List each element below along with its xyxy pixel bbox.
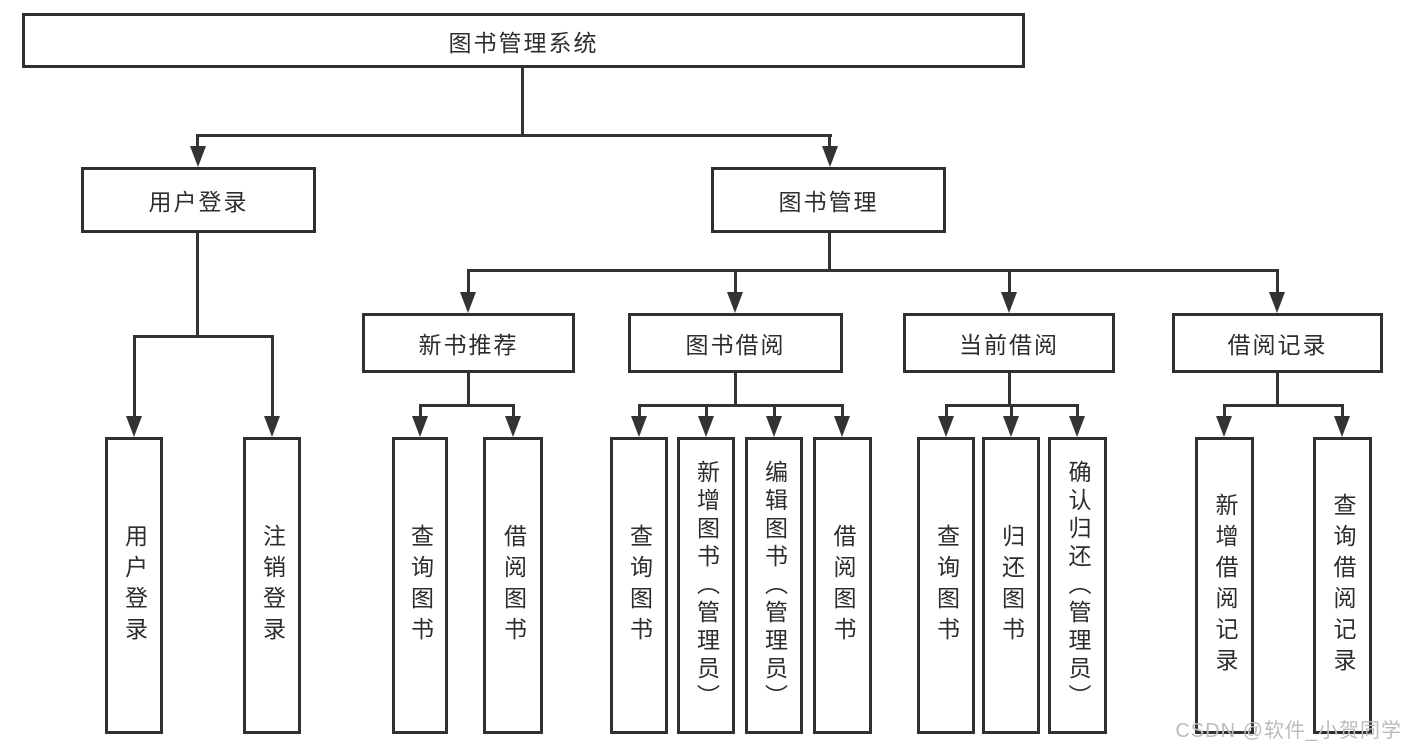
node-library-system: 图书管理系统 (22, 13, 1025, 68)
connector-line (1276, 373, 1279, 407)
node-new-book-recommend-label: 新书推荐 (418, 332, 519, 358)
connector-line (419, 404, 515, 407)
arrow-down-icon (1216, 416, 1232, 437)
connector-line (1276, 269, 1279, 294)
node-book-management: 图书管理 (711, 167, 946, 233)
arrow-down-icon (1001, 292, 1017, 313)
arrow-down-icon (505, 416, 521, 437)
connector-line (1010, 404, 1013, 418)
leaf-query-books-current: 查询图书 (917, 437, 975, 734)
connector-line (734, 373, 737, 407)
leaf-query-books-borrowing: 查询图书 (610, 437, 668, 734)
leaf-borrow-books-recommend-label: 借阅图书 (500, 523, 527, 648)
connector-line (196, 134, 199, 149)
leaf-borrow-books-borrowing-label: 借阅图书 (830, 523, 856, 648)
connector-line (705, 404, 708, 418)
connector-line (521, 68, 524, 137)
node-book-borrowing-label: 图书借阅 (685, 332, 786, 358)
leaf-query-books-current-label: 查询图书 (933, 523, 960, 648)
node-user-login: 用户登录 (81, 167, 316, 233)
connector-line (828, 233, 831, 272)
leaf-user-login-label: 用户登录 (121, 523, 148, 648)
connector-line (638, 404, 844, 407)
connector-line (271, 335, 274, 417)
connector-line (467, 269, 1279, 272)
connector-line (467, 373, 470, 407)
node-current-borrowing: 当前借阅 (903, 313, 1115, 373)
arrow-down-icon (938, 416, 954, 437)
connector-line (512, 404, 515, 418)
leaf-query-books-recommend-label: 查询图书 (407, 523, 434, 648)
leaf-query-borrow-record-label: 查询借阅记录 (1330, 492, 1356, 679)
connector-line (828, 134, 831, 149)
node-library-system-label: 图书管理系统 (448, 29, 599, 56)
leaf-edit-book-admin-label: 编辑图书（管理员） (761, 459, 788, 712)
arrow-down-icon (822, 146, 838, 167)
arrow-down-icon (126, 416, 142, 437)
arrow-down-icon (190, 146, 206, 167)
leaf-return-book: 归还图书 (982, 437, 1040, 734)
arrow-down-icon (460, 292, 476, 313)
arrow-down-icon (727, 292, 743, 313)
arrow-down-icon (1269, 292, 1285, 313)
leaf-query-borrow-record: 查询借阅记录 (1313, 437, 1372, 734)
leaf-confirm-return-admin-label: 确认归还（管理员） (1065, 459, 1091, 712)
leaf-confirm-return-admin: 确认归还（管理员） (1048, 437, 1107, 734)
leaf-logout: 注销登录 (243, 437, 301, 734)
connector-line (1223, 404, 1344, 407)
leaf-add-borrow-record-label: 新增借阅记录 (1212, 492, 1238, 679)
node-book-borrowing: 图书借阅 (628, 313, 843, 373)
connector-line (1008, 269, 1011, 294)
arrow-down-icon (264, 416, 280, 437)
connector-line (467, 269, 470, 294)
leaf-query-books-borrowing-label: 查询图书 (626, 523, 653, 648)
connector-line (1008, 373, 1011, 407)
connector-line (734, 269, 737, 294)
connector-line (196, 134, 832, 137)
leaf-logout-label: 注销登录 (259, 523, 286, 648)
leaf-edit-book-admin: 编辑图书（管理员） (745, 437, 803, 734)
node-new-book-recommend: 新书推荐 (362, 313, 575, 373)
connector-line (196, 233, 199, 338)
arrow-down-icon (766, 416, 782, 437)
leaf-add-book-admin-label: 新增图书（管理员） (693, 459, 720, 712)
connector-line (945, 404, 948, 418)
connector-line (133, 335, 136, 417)
leaf-return-book-label: 归还图书 (998, 523, 1025, 648)
leaf-query-books-recommend: 查询图书 (392, 437, 448, 734)
node-borrowing-records: 借阅记录 (1172, 313, 1383, 373)
leaf-user-login: 用户登录 (105, 437, 163, 734)
arrow-down-icon (698, 416, 714, 437)
connector-line (638, 404, 641, 418)
connector-line (1223, 404, 1226, 418)
arrow-down-icon (1069, 416, 1085, 437)
arrow-down-icon (1003, 416, 1019, 437)
connector-line (419, 404, 422, 418)
node-current-borrowing-label: 当前借阅 (959, 332, 1059, 358)
connector-line (773, 404, 776, 418)
leaf-add-book-admin: 新增图书（管理员） (677, 437, 735, 734)
leaf-borrow-books-recommend: 借阅图书 (483, 437, 543, 734)
connector-line (133, 335, 274, 338)
node-user-login-label: 用户登录 (148, 189, 249, 215)
arrow-down-icon (1334, 416, 1350, 437)
connector-line (1076, 404, 1079, 418)
leaf-add-borrow-record: 新增借阅记录 (1195, 437, 1254, 734)
connector-line (841, 404, 844, 418)
csdn-watermark: CSDN @软件_小贺同学 (1175, 720, 1402, 742)
node-borrowing-records-label: 借阅记录 (1227, 332, 1328, 358)
leaf-borrow-books-borrowing: 借阅图书 (813, 437, 872, 734)
arrow-down-icon (834, 416, 850, 437)
arrow-down-icon (412, 416, 428, 437)
arrow-down-icon (631, 416, 647, 437)
node-book-management-label: 图书管理 (778, 189, 879, 215)
connector-line (1341, 404, 1344, 418)
